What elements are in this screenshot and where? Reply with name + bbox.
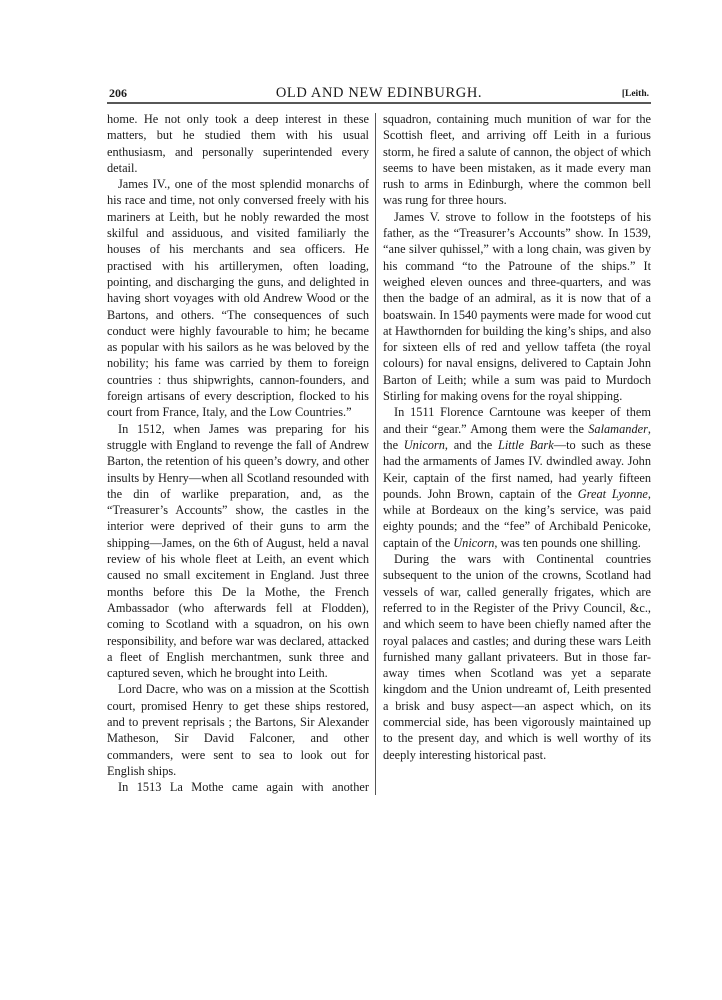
paragraph: In 1511 Florence Carntoune was keeper of… bbox=[383, 404, 651, 551]
paragraph: Lord Dacre, who was on a mission at the … bbox=[107, 682, 369, 778]
ship-name: Great Lyonne bbox=[577, 486, 648, 501]
text-run: squadron, containing much munition of wa… bbox=[383, 112, 651, 208]
text-run: , the bbox=[383, 421, 651, 452]
text-run: James V. strove to follow in the footste… bbox=[383, 209, 651, 404]
paragraph: squadron, containing much munition of wa… bbox=[383, 111, 651, 209]
text-run: In 1511 Florence Carntoune was keeper of… bbox=[383, 405, 651, 436]
paragraph: In 1512, when James was preparing for hi… bbox=[107, 421, 369, 681]
ship-name: Little Bark bbox=[497, 437, 554, 452]
text-run: , was ten pounds one shilling. bbox=[494, 535, 641, 550]
ship-name: Salamander bbox=[588, 421, 648, 436]
paragraph: home. He not only took a deep interest i… bbox=[107, 112, 369, 175]
paragraph: James V. strove to follow in the footste… bbox=[383, 209, 651, 405]
running-head: 206 OLD AND NEW EDINBURGH. [Leith. bbox=[107, 84, 651, 102]
book-page: 206 OLD AND NEW EDINBURGH. [Leith. home.… bbox=[107, 84, 651, 796]
text-run: , and the bbox=[444, 437, 498, 452]
page-number: 206 bbox=[109, 86, 127, 100]
text-columns: home. He not only took a deep interest i… bbox=[107, 111, 651, 796]
paragraph: James IV., one of the most splendid mona… bbox=[107, 177, 369, 420]
text-run: During the wars with Continental countri… bbox=[383, 552, 651, 762]
ship-name: Unicorn bbox=[453, 535, 495, 550]
section-tag: [Leith. bbox=[621, 89, 649, 99]
left-column: home. He not only took a deep interest i… bbox=[107, 111, 375, 795]
header-rule bbox=[107, 102, 651, 104]
text-run: , while at Bordeaux on the king’s servic… bbox=[383, 486, 651, 550]
paragraph: During the wars with Continental countri… bbox=[383, 551, 651, 763]
right-column: squadron, containing much munition of wa… bbox=[376, 111, 651, 795]
ship-name: Unicorn bbox=[403, 437, 445, 452]
book-title: OLD AND NEW EDINBURGH. bbox=[275, 85, 483, 101]
paragraph: In 1513 La Mothe came again with another bbox=[118, 780, 369, 795]
text-run: —to such as these had the armaments of J… bbox=[383, 437, 651, 501]
column-divider bbox=[375, 113, 376, 796]
